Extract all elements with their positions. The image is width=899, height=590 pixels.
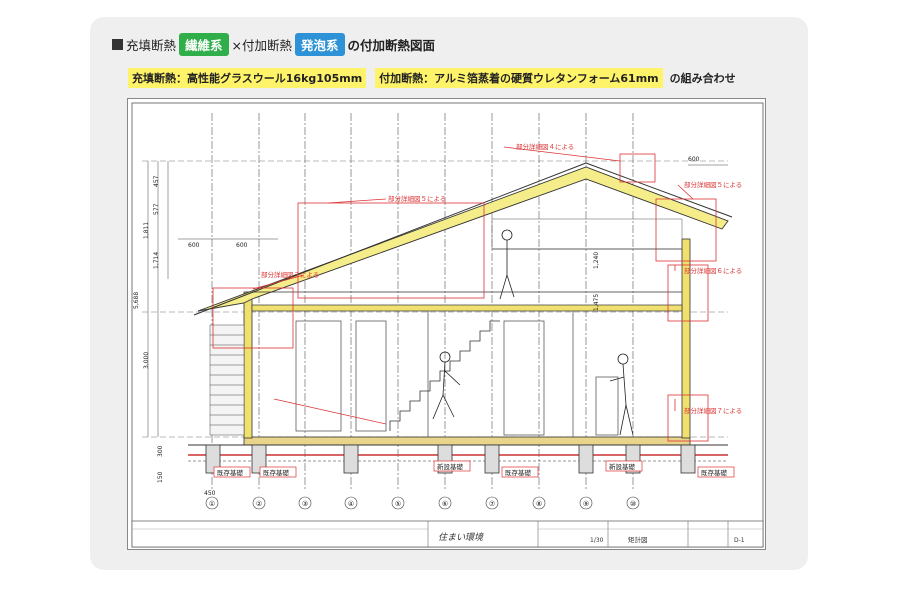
- dim-150: 150: [157, 471, 164, 483]
- right-wall-insulation: [681, 238, 691, 439]
- title-block-sheet-no: D-1: [734, 537, 745, 544]
- dim-300: 300: [157, 445, 164, 457]
- grid-4: ④: [348, 500, 354, 508]
- callout-detail5b: 部分詳細図５による: [684, 180, 742, 189]
- dim-5688: 5,688: [133, 292, 140, 309]
- square-bullet-icon: [112, 39, 123, 50]
- title-block-logo: 住まい環境: [438, 532, 484, 543]
- staircase: [389, 320, 500, 431]
- grid-7: ⑦: [489, 500, 495, 508]
- grid-bubbles: ① ② ③ ④ ⑤ ⑥ ⑦ ⑧ ⑨ ⑩: [205, 496, 640, 510]
- grid-3: ③: [302, 500, 308, 508]
- grid-2: ②: [256, 500, 262, 508]
- human-figures: [432, 229, 634, 436]
- left-wall-insulation: [243, 291, 253, 439]
- grid-6: ⑥: [442, 500, 448, 508]
- dim-600-c: 600: [688, 156, 700, 163]
- callout-detail3: 部分詳細図３による: [261, 270, 319, 279]
- dim-457: 457: [153, 175, 160, 187]
- new-foundation-2: 新設基礎: [609, 462, 636, 471]
- heading-cross: ×付加断熱: [231, 38, 293, 53]
- grid-10: ⑩: [630, 500, 636, 508]
- dim-1475: 1,475: [593, 294, 600, 311]
- heading-prefix: 充填断熱: [126, 38, 177, 53]
- callout-detail5: 部分詳細図５による: [388, 194, 446, 203]
- grid-8: ⑧: [536, 500, 542, 508]
- grid-5: ⑤: [395, 500, 401, 508]
- callout-detail7: 部分詳細図７による: [684, 406, 742, 415]
- fiber-badge: 繊維系: [179, 33, 229, 56]
- callout-detail6: 部分詳細図６による: [684, 266, 742, 275]
- dim-1714: 1,714: [153, 252, 160, 269]
- title-block: 住まい環境 1/30 矩計図 D-1: [131, 520, 764, 548]
- page-heading: 充填断熱 繊維系 ×付加断熱 発泡系 の付加断熱図面: [112, 33, 435, 56]
- floor-insulation: [243, 436, 691, 446]
- foam-badge: 発泡系: [295, 33, 345, 56]
- existing-foundation-4: 既存基礎: [701, 468, 728, 477]
- section-drawing: 部分詳細図４による 部分詳細図５による 部分詳細図３による 部分詳細図５による …: [131, 102, 764, 548]
- new-foundation-1: 新設基礎: [437, 462, 464, 471]
- dim-577: 577: [153, 203, 160, 215]
- heading-suffix: の付加断熱図面: [347, 38, 436, 53]
- title-block-scale: 1/30: [590, 537, 604, 544]
- title-block-sheet-name: 矩計図: [628, 535, 648, 544]
- existing-foundation-3: 既存基礎: [505, 468, 532, 477]
- dim-3000: 3,000: [143, 352, 150, 369]
- dim-1240: 1,240: [593, 252, 600, 269]
- dim-600-b: 600: [236, 242, 248, 249]
- dim-600-a: 600: [188, 242, 200, 249]
- section-drawing-sheet: 部分詳細図４による 部分詳細図５による 部分詳細図３による 部分詳細図５による …: [127, 98, 766, 550]
- existing-foundation-2: 既存基礎: [263, 468, 290, 477]
- specs-tail: の組み合わせ: [669, 72, 736, 85]
- callout-detail4: 部分詳細図４による: [516, 142, 574, 151]
- callout-boxes: [212, 146, 717, 442]
- insulation-specs: 充填断熱：高性能グラスウール16kg105mm 付加断熱：アルミ箔蒸着の硬質ウレ…: [128, 68, 736, 88]
- grid-9: ⑨: [583, 500, 589, 508]
- grid-1: ①: [209, 500, 215, 508]
- fill-insulation-spec: 充填断熱：高性能グラスウール16kg105mm: [128, 68, 367, 88]
- dim-1811: 1,811: [143, 222, 150, 239]
- roof-insulation: [197, 166, 729, 312]
- added-insulation-spec: 付加断熱：アルミ箔蒸着の硬質ウレタンフォーム61mm: [375, 68, 663, 88]
- dim-450: 450: [204, 490, 216, 497]
- existing-foundation-1: 既存基礎: [217, 468, 244, 477]
